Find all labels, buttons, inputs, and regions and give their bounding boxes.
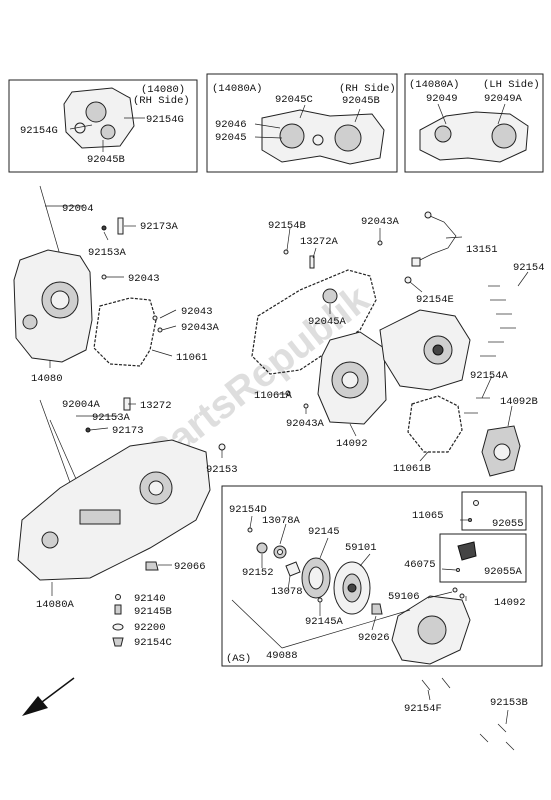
clutch-cover-group: 92154B 13272A 92043A 13151 92154 92154E … bbox=[251, 211, 545, 477]
part-label: 92004 bbox=[62, 203, 94, 215]
part-label: 92049A bbox=[484, 93, 523, 105]
part-label: 92140 bbox=[134, 593, 166, 605]
part-label: 92153A bbox=[92, 412, 131, 424]
part-label: 92026 bbox=[358, 632, 390, 644]
part-label: 92045B bbox=[87, 154, 125, 166]
part-label: 92046 bbox=[215, 119, 247, 131]
part-label: 92004A bbox=[62, 399, 101, 411]
part-label: 14080 bbox=[31, 373, 63, 385]
part-label: 92055A bbox=[484, 566, 523, 578]
part-label: 14092 bbox=[336, 438, 368, 450]
part-label: 92154B bbox=[268, 220, 306, 232]
part-label: 92200 bbox=[134, 622, 166, 634]
part-label: 13078A bbox=[262, 515, 301, 527]
part-label: 92154F bbox=[404, 703, 442, 715]
part-label: 92043A bbox=[181, 322, 220, 334]
part-label: 92045B bbox=[342, 95, 380, 107]
inset-code-label: (14080A) bbox=[409, 79, 459, 91]
part-label: 13078 bbox=[271, 586, 303, 598]
assembly-box-as: (AS) 92154D bbox=[221, 485, 543, 667]
part-label: 92154G bbox=[20, 125, 58, 137]
part-label: 92043A bbox=[286, 418, 325, 430]
bottom-bolts-group: 92154F 92153B bbox=[404, 677, 528, 751]
part-label: 92049 bbox=[426, 93, 458, 105]
part-label: 92154 bbox=[513, 262, 545, 274]
part-label: 92153B bbox=[490, 697, 528, 709]
part-label: 92066 bbox=[174, 561, 206, 573]
inset-box-14080a-rh: (14080A) (RH Side) 92045C 92045B 92046 9… bbox=[206, 73, 398, 173]
part-label: 13272 bbox=[140, 400, 172, 412]
inset-side-label: (LH Side) bbox=[483, 79, 540, 91]
part-label: 13272A bbox=[300, 236, 339, 248]
part-label: 92154G bbox=[146, 114, 184, 126]
inset-side-label: (RH Side) bbox=[339, 83, 396, 95]
part-label: 92153 bbox=[206, 464, 238, 476]
part-label: 11061B bbox=[393, 463, 431, 475]
part-label: 92055 bbox=[492, 518, 524, 530]
inset-side-label: (RH Side) bbox=[133, 95, 190, 107]
part-label: 49088 bbox=[266, 650, 298, 662]
part-label: 92173A bbox=[140, 221, 179, 233]
part-label: 11061A bbox=[254, 390, 293, 402]
part-label: 92145A bbox=[305, 616, 344, 628]
part-label: 92154E bbox=[416, 294, 454, 306]
part-label: 92154C bbox=[134, 637, 172, 649]
part-label: 14092B bbox=[500, 396, 538, 408]
part-label: 11061 bbox=[176, 352, 208, 364]
part-label: 92043A bbox=[361, 216, 400, 228]
inset-box-14080-rh: (14080) (RH Side) 92154G 92154G 92045B bbox=[8, 79, 198, 173]
small-parts-column: 92140 92145B 92200 92154C bbox=[112, 593, 172, 649]
inset-code-label: (14080) bbox=[141, 84, 185, 96]
part-label: 13151 bbox=[466, 244, 498, 256]
part-label: 46075 bbox=[404, 559, 436, 571]
part-label: 59106 bbox=[388, 591, 420, 603]
part-label: 92043 bbox=[128, 273, 160, 285]
part-label: 92043 bbox=[181, 306, 213, 318]
part-label: 92173 bbox=[112, 425, 144, 437]
part-label: 92045C bbox=[275, 94, 313, 106]
part-label: 92045 bbox=[215, 132, 247, 144]
crankcase-rh-group: 92004 92173A 92153A 92043 92043 92043A 1… bbox=[13, 185, 220, 385]
part-label: 14092 bbox=[494, 597, 526, 609]
part-label: 11065 bbox=[412, 510, 444, 522]
crankcase-lh-group: 92004A 92153A 13272 92173 92153 92066 14… bbox=[17, 397, 238, 611]
part-label: 59101 bbox=[345, 542, 377, 554]
part-label: 92145 bbox=[308, 526, 340, 538]
front-arrow-icon bbox=[22, 677, 75, 716]
part-label: 92153A bbox=[88, 247, 127, 259]
inset-box-14080a-lh: (14080A) (LH Side) 92049 92049A bbox=[404, 73, 544, 173]
assembly-marker: (AS) bbox=[226, 653, 251, 665]
part-label: 92154A bbox=[470, 370, 509, 382]
part-label: 92154D bbox=[229, 504, 267, 516]
part-label: 92152 bbox=[242, 567, 274, 579]
part-label: 92145B bbox=[134, 606, 172, 618]
inset-code-label: (14080A) bbox=[212, 83, 262, 95]
part-label: 14080A bbox=[36, 599, 75, 611]
part-label: 92045A bbox=[308, 316, 347, 328]
